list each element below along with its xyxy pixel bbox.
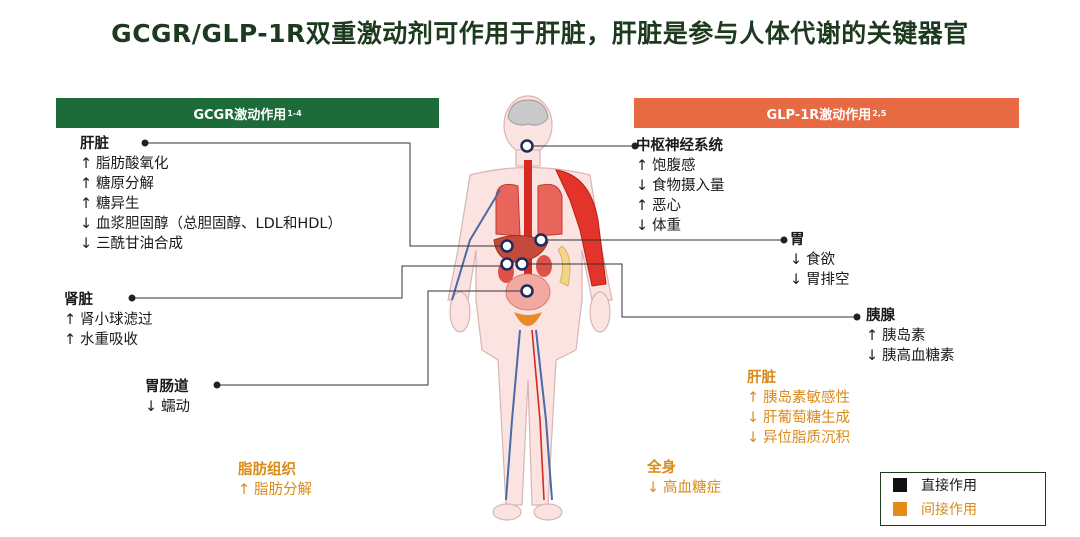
brain-shape xyxy=(507,99,549,126)
adipose-heading: 脂肪组织 xyxy=(238,462,296,478)
gcgr-banner-ref: 1-4 xyxy=(287,108,302,118)
artery-right-leg xyxy=(531,329,545,501)
bladder-shape xyxy=(514,312,542,326)
direct-swatch-icon xyxy=(893,478,907,492)
cns-heading: 中枢神经系统 xyxy=(636,138,723,154)
list-item: ↑胰岛素 xyxy=(866,328,926,344)
glp1r-banner-ref: 2,5 xyxy=(872,108,887,118)
list-item: ↓食物摄入量 xyxy=(636,178,725,194)
list-item: ↓体重 xyxy=(636,218,681,234)
kidney-heading: 肾脏 xyxy=(64,292,93,308)
right-lung-shape xyxy=(537,183,563,237)
kidney-effects: 肾脏 ↑肾小球滤过 ↑水重吸收 xyxy=(64,290,153,350)
vein-left-arm xyxy=(451,189,501,301)
list-item: ↓三酰甘油合成 xyxy=(80,236,183,252)
list-item: ↑脂肪酸氧化 xyxy=(80,156,169,172)
cns-marker xyxy=(520,139,534,153)
liver-heading: 肝脏 xyxy=(80,136,109,152)
pancreas-heading: 胰腺 xyxy=(866,308,895,324)
adipose-effects: 脂肪组织 ↑脂肪分解 xyxy=(238,460,312,500)
list-item: ↓血浆胆固醇（总胆固醇、LDL和HDL） xyxy=(80,216,342,232)
legend-direct: 直接作用 xyxy=(881,473,1045,497)
whole-body-heading: 全身 xyxy=(647,460,676,476)
pancreas-marker xyxy=(515,257,529,271)
list-item: ↑糖异生 xyxy=(80,196,140,212)
stomach-marker xyxy=(534,233,548,247)
left-lung-shape xyxy=(495,183,521,237)
liver-effects-glp1r: 肝脏 ↑胰岛素敏感性 ↓肝葡萄糖生成 ↓异位脂质沉积 xyxy=(747,368,850,448)
list-item: ↓蠕动 xyxy=(145,399,190,415)
connector-dots xyxy=(128,139,861,389)
glp1r-banner-label: GLP-1R激动作用 xyxy=(766,107,872,123)
vein-right-leg xyxy=(535,329,553,501)
list-item: ↓肝葡萄糖生成 xyxy=(747,410,850,426)
liver-heading: 肝脏 xyxy=(747,370,776,386)
connector-lines xyxy=(132,142,857,386)
list-item: ↑恶心 xyxy=(636,198,681,214)
liver-effects-gcgr: 肝脏 ↑脂肪酸氧化 ↑糖原分解 ↑糖异生 ↓血浆胆固醇（总胆固醇、LDL和HDL… xyxy=(80,134,342,254)
legend: 直接作用 间接作用 xyxy=(880,472,1046,526)
list-item: ↓胰高血糖素 xyxy=(866,348,955,364)
list-item: ↑肾小球滤过 xyxy=(64,312,153,328)
pancreas-shape xyxy=(557,245,571,287)
gi-heading: 胃肠道 xyxy=(145,379,189,395)
list-item: ↓异位脂质沉积 xyxy=(747,430,850,446)
list-item: ↑脂肪分解 xyxy=(238,482,312,498)
list-item: ↓食欲 xyxy=(790,252,835,268)
legend-direct-label: 直接作用 xyxy=(921,478,977,494)
gi-marker xyxy=(520,284,534,298)
page-title: GCGR/GLP-1R双重激动剂可作用于肝脏，肝脏是参与人体代谢的关键器官 xyxy=(111,19,969,48)
list-item: ↑胰岛素敏感性 xyxy=(747,390,850,406)
cns-effects: 中枢神经系统 ↑饱腹感 ↓食物摄入量 ↑恶心 ↓体重 xyxy=(636,136,725,236)
indirect-swatch-icon xyxy=(893,502,907,516)
list-item: ↓胃排空 xyxy=(790,272,850,288)
whole-body-effects: 全身 ↓高血糖症 xyxy=(647,458,721,498)
gcgr-banner-label: GCGR激动作用 xyxy=(193,107,287,123)
arm-muscle-shape xyxy=(555,169,607,287)
vein-left-leg xyxy=(505,329,521,501)
gi-effects: 胃肠道 ↓蠕动 xyxy=(145,377,190,417)
kidney-marker xyxy=(500,257,514,271)
organ-markers xyxy=(500,139,548,298)
list-item: ↑饱腹感 xyxy=(636,158,696,174)
list-item: ↑糖原分解 xyxy=(80,176,154,192)
liver-marker xyxy=(500,239,514,253)
list-item: ↓高血糖症 xyxy=(647,480,721,496)
legend-indirect-label: 间接作用 xyxy=(921,502,977,518)
legend-indirect: 间接作用 xyxy=(881,497,1045,521)
list-item: ↑水重吸收 xyxy=(64,332,138,348)
pancreas-effects: 胰腺 ↑胰岛素 ↓胰高血糖素 xyxy=(866,306,955,366)
stomach-effects: 胃 ↓食欲 ↓胃排空 xyxy=(790,230,850,290)
stomach-heading: 胃 xyxy=(790,232,805,248)
right-kidney-shape xyxy=(536,255,552,277)
